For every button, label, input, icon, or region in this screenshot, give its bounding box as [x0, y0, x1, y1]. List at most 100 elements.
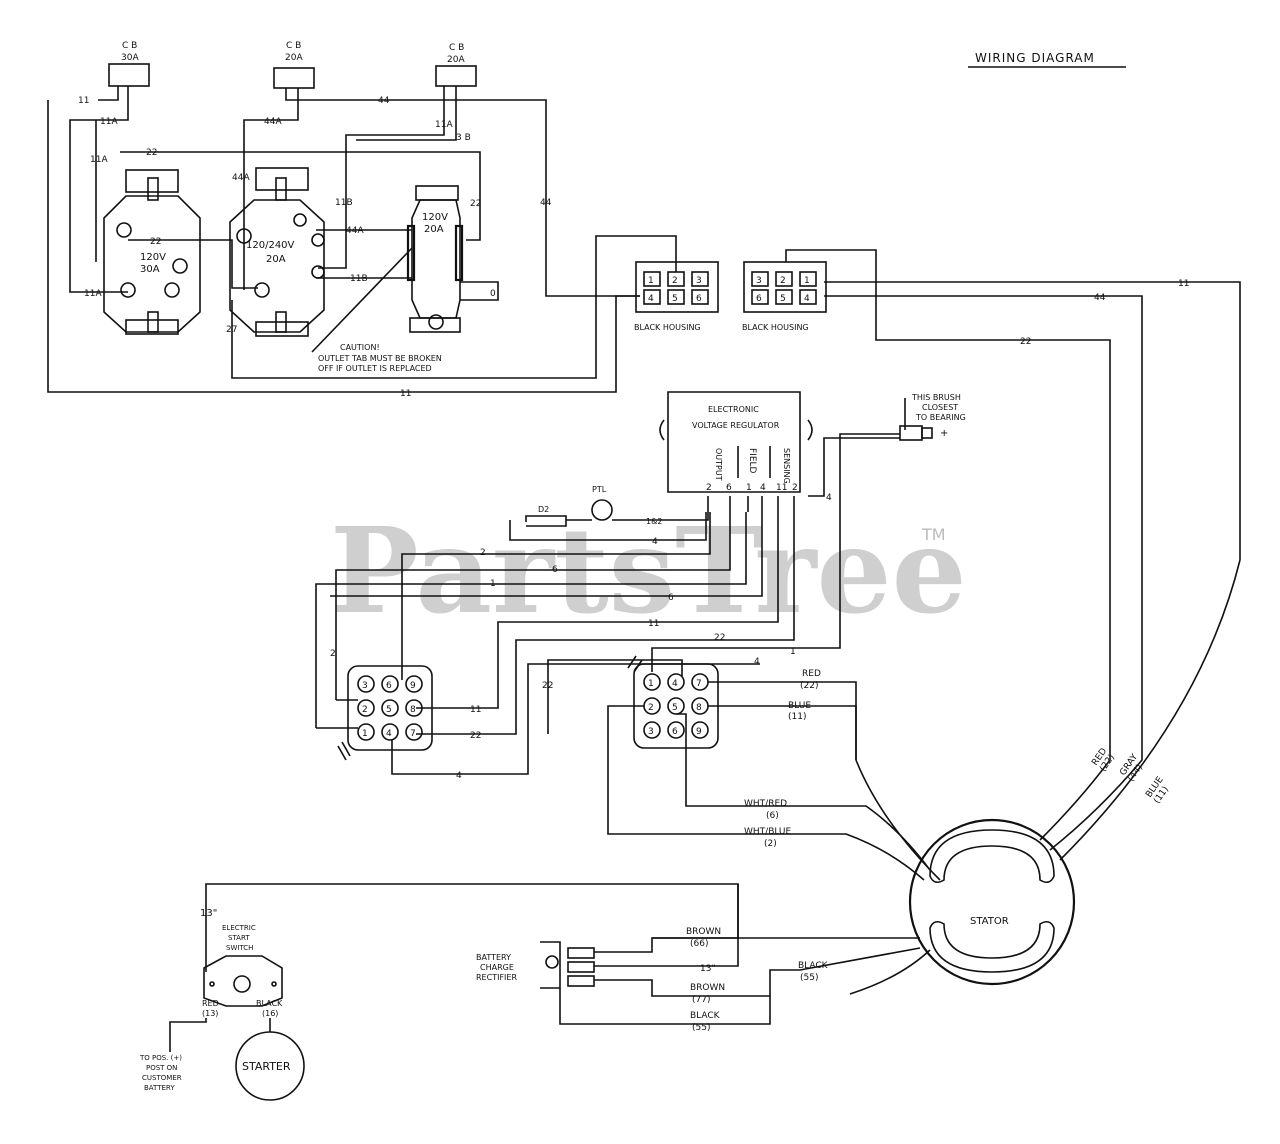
svg-text:POST ON: POST ON	[146, 1064, 177, 1072]
svg-text:6: 6	[696, 294, 702, 304]
svg-text:RED: RED	[202, 999, 219, 1008]
svg-text:4: 4	[386, 729, 392, 739]
wire-label: 22	[1020, 337, 1031, 347]
svg-text:6: 6	[552, 565, 558, 575]
wire-label: 44	[540, 198, 552, 208]
svg-text:5: 5	[780, 294, 786, 304]
wire-label: 27	[226, 325, 237, 335]
breaker-box	[435, 65, 477, 87]
outlet-120v-30a: 120V 30A	[103, 169, 201, 335]
svg-text:6: 6	[726, 483, 732, 493]
svg-text:2: 2	[648, 703, 654, 713]
housing-label: BLACK HOUSING	[742, 323, 809, 332]
svg-text:1: 1	[790, 647, 796, 657]
svg-text:9: 9	[696, 727, 702, 737]
wire-label: 22	[470, 199, 481, 209]
svg-text:OUTPUT: OUTPUT	[714, 448, 723, 481]
brush-note: THIS BRUSH CLOSEST TO BEARING + 4	[651, 393, 966, 672]
breaker-20a-2: C B 20A	[435, 43, 477, 87]
electric-start-switch: 13" ELECTRIC START SWITCH RED (13) BLACK…	[139, 883, 739, 1092]
breaker-label: C B	[449, 43, 464, 53]
svg-text:(77): (77)	[692, 995, 710, 1005]
breaker-rating: 20A	[447, 55, 465, 65]
svg-text:CAUTION!: CAUTION!	[340, 343, 380, 352]
wire-label: 22	[146, 148, 157, 158]
regulator-wires: D2 PTL 1&2 4 2 6 1 6 11 11 22 22 22 4 4 …	[315, 485, 796, 781]
regulator-subtitle: VOLTAGE REGULATOR	[692, 421, 780, 430]
wire-label: 11A	[435, 120, 453, 130]
wire-label: 11	[78, 96, 89, 106]
svg-text:PTL: PTL	[592, 485, 607, 494]
outlet-amps: 30A	[140, 264, 160, 275]
svg-text:WHT/BLUE: WHT/BLUE	[744, 827, 792, 837]
svg-text:1: 1	[746, 483, 752, 493]
svg-text:(13): (13)	[202, 1009, 218, 1018]
svg-text:4: 4	[456, 771, 462, 781]
svg-text:4: 4	[760, 483, 766, 493]
connector-9pin-right: 1 4 7 2 5 8 3 6 9	[627, 655, 719, 749]
svg-text:(11): (11)	[788, 712, 806, 722]
wire-label: 44	[1094, 293, 1106, 303]
svg-text:(55): (55)	[692, 1023, 710, 1033]
svg-text:4: 4	[672, 679, 678, 689]
wire-label: 0	[490, 289, 496, 299]
diagram-title: WIRING DIAGRAM	[975, 51, 1095, 65]
svg-text:11: 11	[648, 619, 659, 629]
svg-text:CUSTOMER: CUSTOMER	[142, 1074, 182, 1082]
svg-text:3: 3	[362, 681, 368, 691]
wire-label: 11A	[100, 117, 118, 127]
svg-text:2: 2	[362, 705, 368, 715]
outlet-voltage: 120V	[140, 252, 166, 263]
svg-text:5: 5	[386, 705, 392, 715]
svg-text:OUTLET TAB MUST BE BROKEN: OUTLET TAB MUST BE BROKEN	[318, 354, 442, 363]
outlet-amps: 20A	[424, 224, 444, 235]
outlet-voltage: 120/240V	[246, 240, 295, 251]
svg-text:3: 3	[756, 276, 762, 286]
svg-text:1: 1	[804, 276, 810, 286]
breaker-label: C B	[122, 41, 137, 51]
wire-label: 22	[150, 237, 161, 247]
svg-text:2: 2	[480, 548, 486, 558]
svg-text:11: 11	[470, 705, 481, 715]
svg-text:7: 7	[696, 679, 702, 689]
svg-text:5: 5	[672, 294, 678, 304]
wire-label: 11A	[84, 289, 102, 299]
svg-text:3: 3	[648, 727, 654, 737]
wire-label: 44A	[232, 173, 250, 183]
svg-text:BATTERY: BATTERY	[144, 1084, 175, 1092]
outlet-voltage: 120V	[422, 212, 448, 223]
starter-label: STARTER	[242, 1060, 291, 1073]
svg-text:1: 1	[490, 579, 496, 589]
svg-text:2: 2	[706, 483, 712, 493]
svg-text:9: 9	[410, 681, 416, 691]
svg-text:11: 11	[776, 483, 787, 493]
black-housing-left: 1 2 3 4 5 6 BLACK HOUSING	[634, 261, 719, 332]
svg-text:BATTERY: BATTERY	[476, 953, 511, 962]
black-housing-right: 3 2 1 6 5 4 BLACK HOUSING	[742, 261, 827, 332]
svg-text:BROWN: BROWN	[690, 983, 725, 993]
svg-text:SENSING: SENSING	[782, 448, 791, 484]
svg-text:START: START	[228, 934, 250, 942]
svg-text:2: 2	[330, 649, 336, 659]
svg-text:SWITCH: SWITCH	[226, 944, 253, 952]
svg-text:6: 6	[672, 727, 678, 737]
wire-label: 11	[400, 389, 411, 399]
svg-text:6: 6	[756, 294, 762, 304]
svg-text:D2: D2	[538, 505, 549, 514]
svg-text:4: 4	[804, 294, 810, 304]
svg-text:OFF IF OUTLET IS REPLACED: OFF IF OUTLET IS REPLACED	[318, 364, 432, 373]
top-wires: 11 11A 11A 11A 44 44 44A 44A 11A 3 B 11B…	[47, 86, 1241, 700]
stator-label: STATOR	[970, 916, 1009, 927]
svg-text:7: 7	[410, 729, 416, 739]
svg-text:THIS BRUSH: THIS BRUSH	[911, 393, 961, 402]
wire-label: 11	[1178, 279, 1189, 289]
svg-text:BLACK: BLACK	[798, 961, 829, 971]
svg-text:4: 4	[826, 493, 832, 503]
svg-text:TO POS. (+): TO POS. (+)	[139, 1054, 182, 1062]
svg-text:3: 3	[696, 276, 702, 286]
svg-text:2: 2	[672, 276, 678, 286]
svg-text:+: +	[940, 428, 948, 439]
caution-note: CAUTION! OUTLET TAB MUST BE BROKEN OFF I…	[311, 247, 442, 373]
svg-text:WHT/RED: WHT/RED	[744, 799, 787, 809]
